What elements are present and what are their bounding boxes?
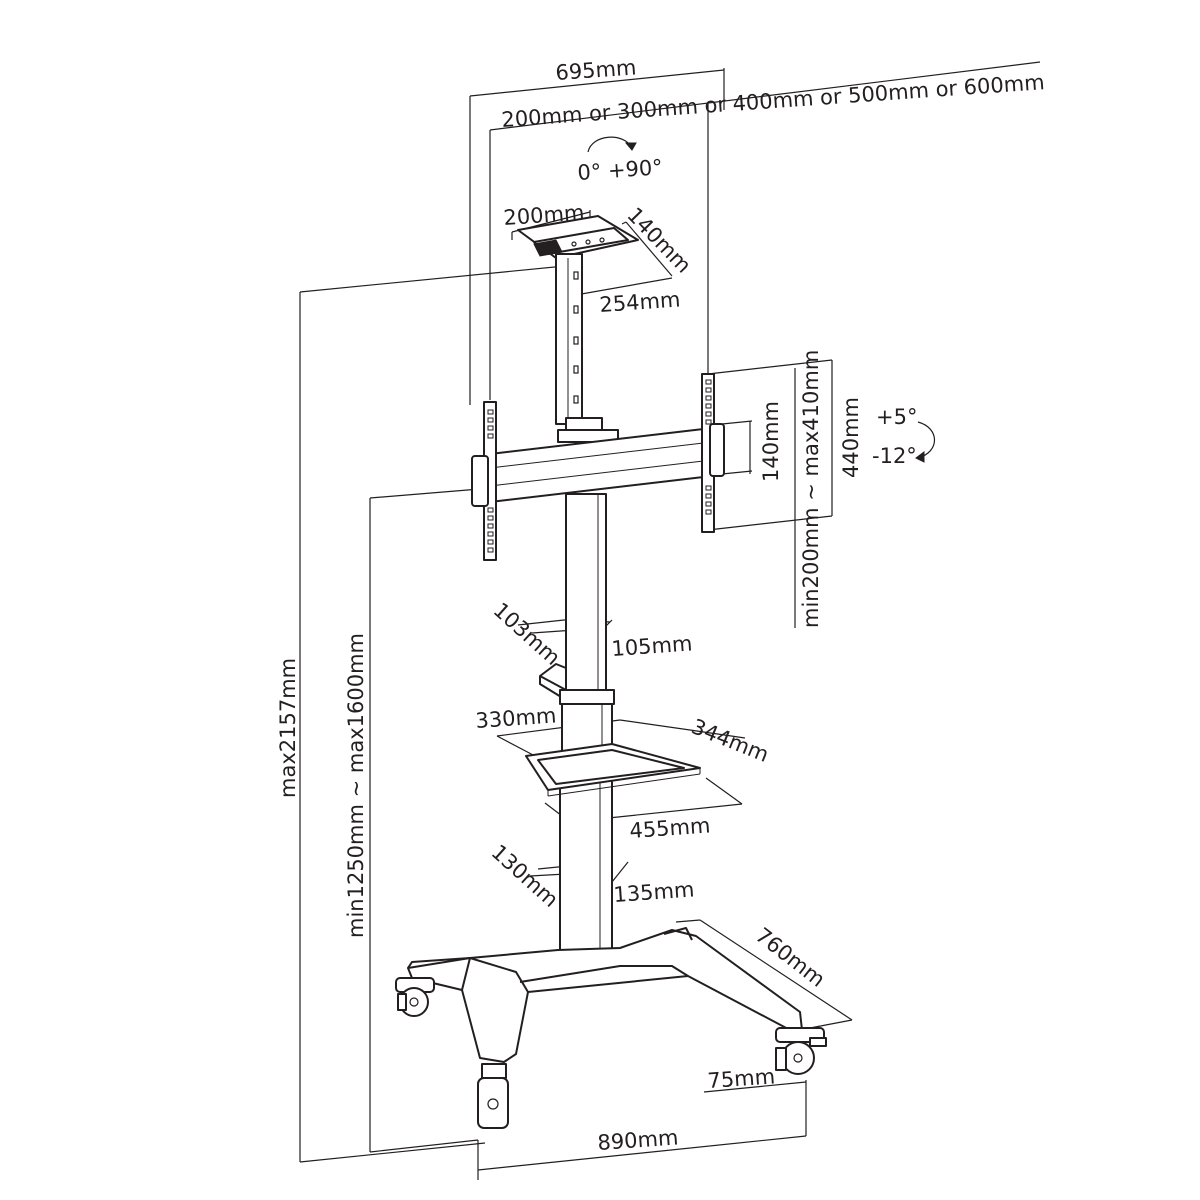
label-base-depth: 760mm — [751, 923, 830, 992]
label-tilt-down: -12° — [872, 444, 917, 468]
middle-shelf — [525, 743, 701, 797]
label-tilt-up: +5° — [876, 405, 917, 429]
camera-shelf — [517, 215, 639, 443]
label-upper-pole-width: 105mm — [611, 631, 693, 661]
label-lower-pole-depth: 130mm — [487, 840, 563, 912]
label-base-width: 890mm — [597, 1125, 679, 1155]
label-bracket-height: 140mm — [759, 401, 783, 482]
label-width-total: 695mm — [555, 55, 637, 85]
label-bracket-total-height: 440mm — [839, 397, 863, 478]
label-shelf-top-height: 254mm — [599, 287, 681, 317]
label-vesa-height: min200mm ~ max410mm — [799, 350, 823, 628]
label-mount-height: min1250mm ~ max1600mm — [344, 633, 368, 938]
left-vesa-bracket — [471, 401, 497, 561]
tilt-arrow-icon — [915, 421, 935, 463]
label-shelf-width: 330mm — [475, 703, 557, 733]
right-vesa-bracket — [701, 373, 725, 533]
label-shelf-top-width: 200mm — [503, 200, 585, 230]
base — [395, 927, 827, 1129]
label-max-height: max2157mm — [276, 658, 300, 798]
label-lower-pole-width: 135mm — [613, 877, 695, 907]
rotation-arrow-icon — [587, 136, 637, 153]
label-shelf-depth: 344mm — [688, 714, 772, 767]
label-upper-pole-depth: 103mm — [489, 598, 565, 670]
label-rotation: 0° +90° — [577, 155, 664, 185]
label-caster-offset: 75mm — [707, 1064, 776, 1093]
label-shelf-base-width: 455mm — [629, 813, 711, 843]
pole — [539, 493, 615, 967]
